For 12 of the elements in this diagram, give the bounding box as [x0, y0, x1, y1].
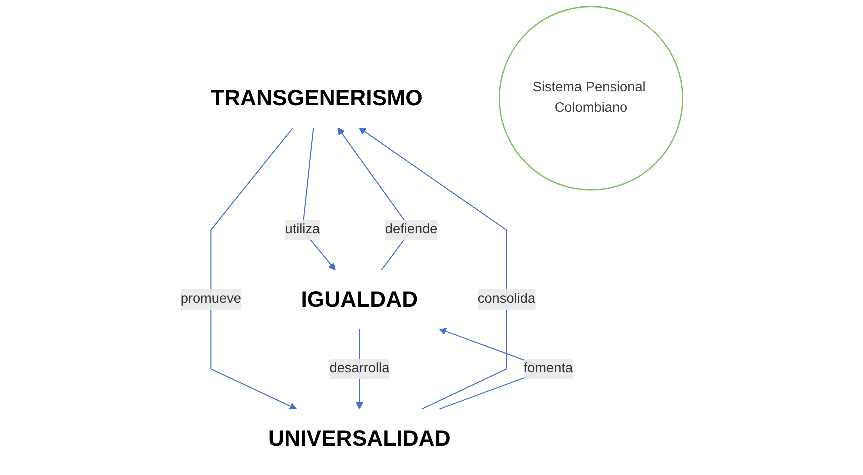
- edge-label: desarrolla: [329, 362, 390, 376]
- node-text: TRANSGENERISMO: [210, 85, 422, 111]
- edge-label: fomenta: [523, 362, 573, 376]
- node-text: IGUALDAD: [300, 286, 418, 312]
- node-circle: Sistema Pensional Colombiano: [498, 6, 684, 191]
- arrow: [210, 128, 297, 410]
- edge-label: utiliza: [284, 222, 320, 238]
- edge-label: defiende: [385, 222, 438, 238]
- edge-label: promueve: [180, 292, 242, 307]
- node-text: UNIVERSALIDAD: [268, 426, 450, 452]
- arrow: [358, 128, 507, 410]
- edge-label: consolida: [478, 292, 536, 307]
